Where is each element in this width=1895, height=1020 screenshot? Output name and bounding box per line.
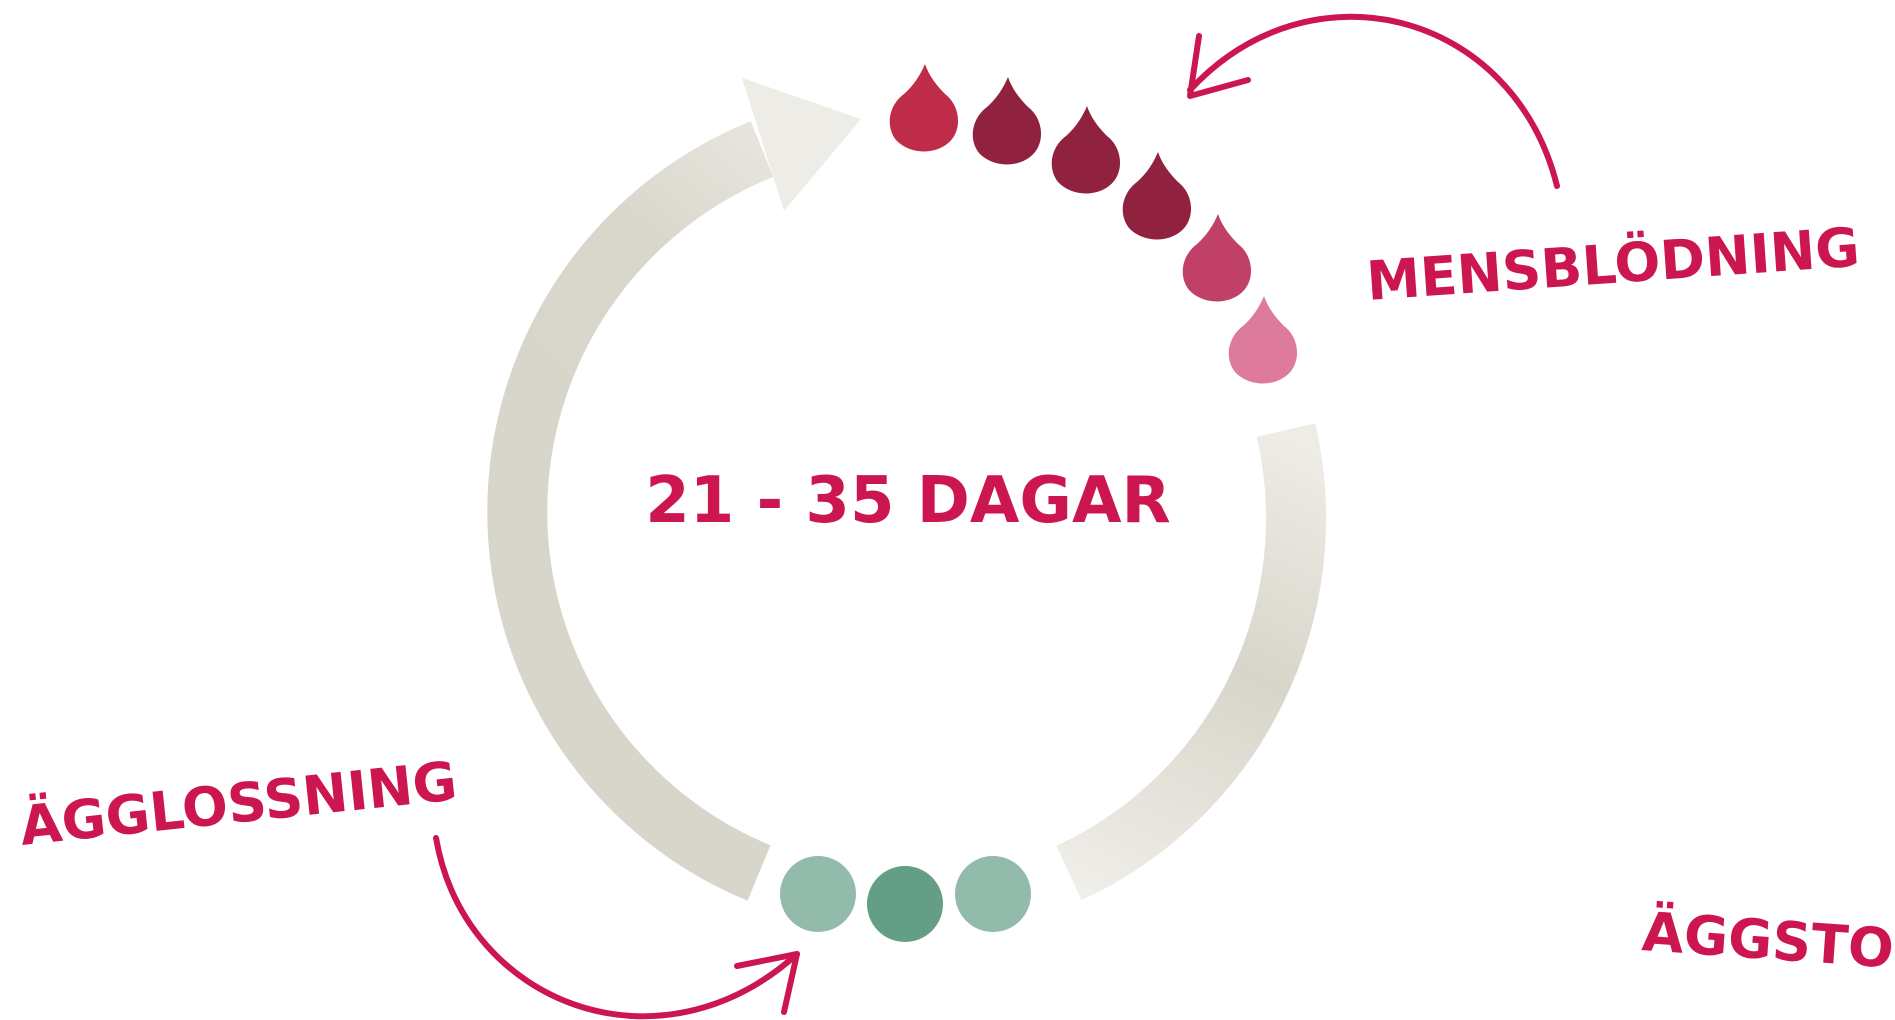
blood-drop-icon [1228,296,1298,384]
follicular-phase-label: ÄGGSTO [1640,900,1895,980]
blood-drop-icon [1182,214,1252,302]
blood-drop-icon [1051,106,1121,194]
blood-drop-icon [1122,152,1192,240]
blood-drop-icon [889,64,959,152]
menstruation-label: MENSBLÖDNING [1365,216,1862,313]
cycle-ring [487,78,1326,901]
egg-dot-icon [867,866,943,942]
egg-dot-icon [955,856,1031,932]
cycle-length-label: 21 - 35 DAGAR [645,464,1171,538]
ovulation-label: ÄGGLOSSNING [17,749,460,858]
menstruation-drops [889,64,1298,384]
ovulation-dots [780,856,1031,942]
cycle-ring-upper-left [487,121,774,901]
menstruation-pointer-arrow [1187,13,1560,189]
egg-dot-icon [780,856,856,932]
ovulation-pointer-arrow [433,835,800,1020]
blood-drop-icon [972,77,1042,165]
cycle-ring-right [1056,423,1326,901]
cycle-ring-arrowhead [742,78,861,211]
